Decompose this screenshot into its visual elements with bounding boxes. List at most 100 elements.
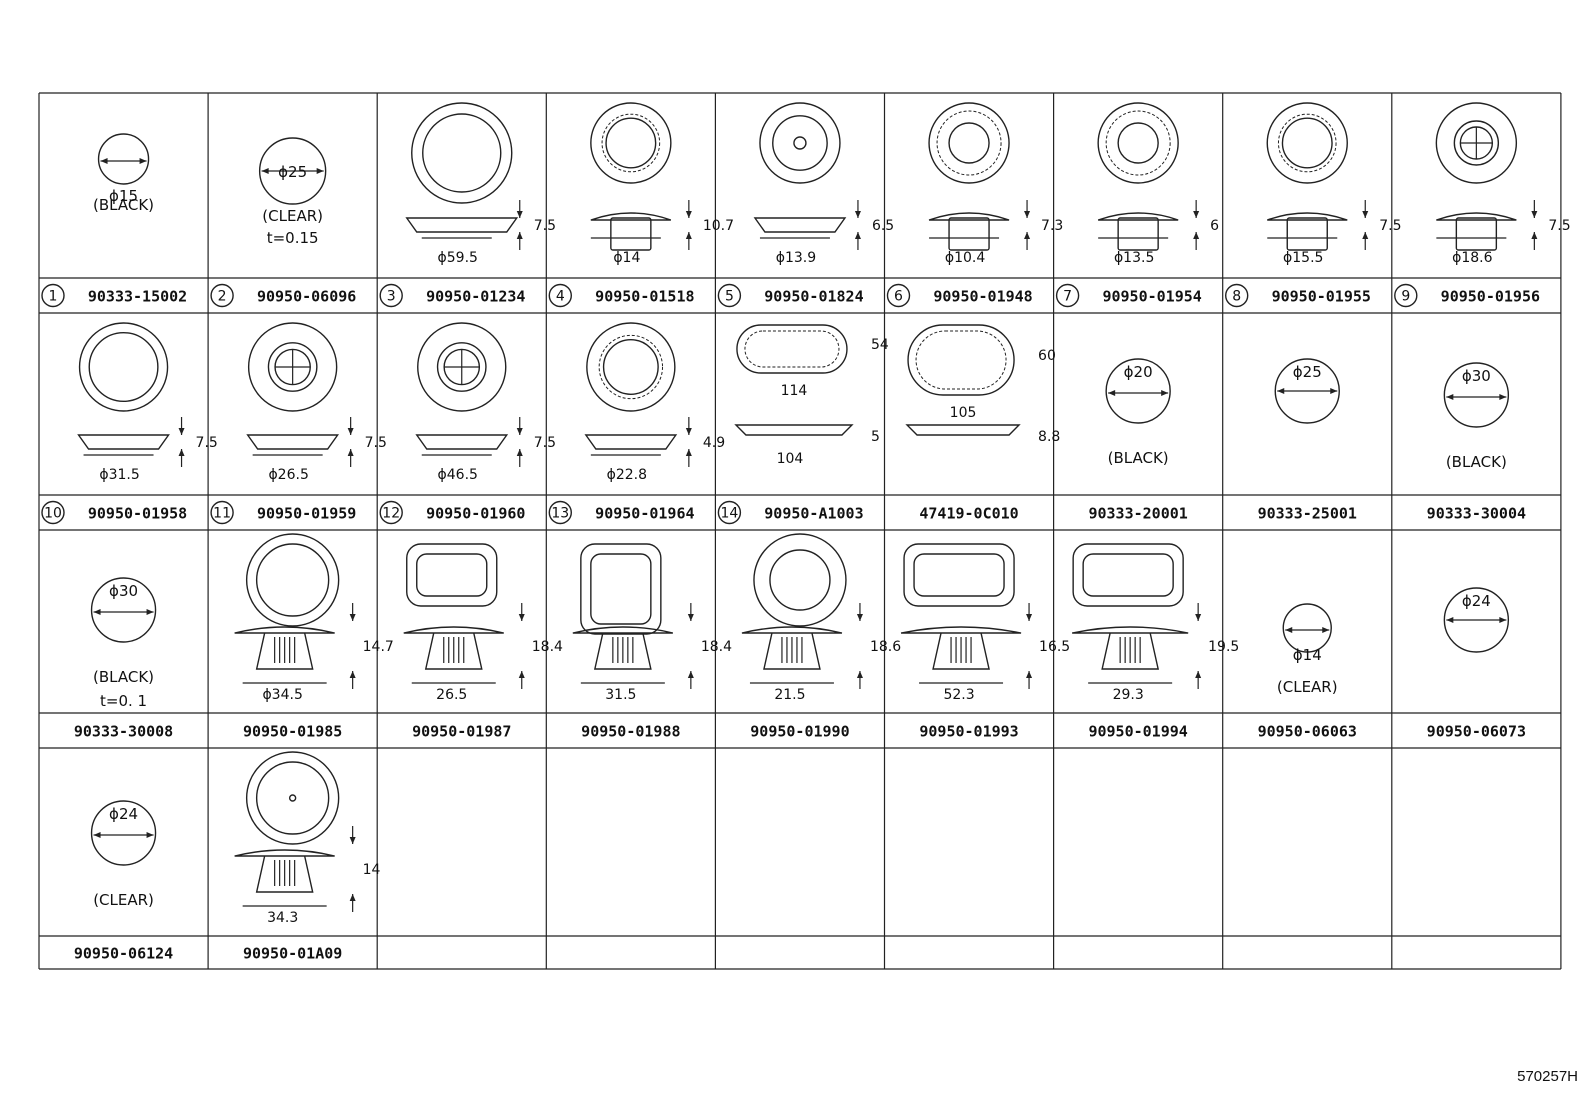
part-number: 90333-20001 (1088, 505, 1187, 523)
part-number: 90950-01518 (595, 288, 694, 306)
arrowhead (854, 211, 861, 218)
arrowhead (1193, 232, 1200, 239)
hidden-ring (936, 110, 1002, 176)
index-number: 3 (387, 289, 396, 305)
center-hole (793, 136, 807, 150)
side-profile (405, 217, 519, 233)
height-label: 18.4 (701, 639, 732, 655)
clip-legs (593, 632, 652, 670)
diameter-label: ϕ25 (1293, 363, 1322, 381)
arrowhead (178, 449, 185, 456)
part-number: 90950-01234 (426, 288, 525, 306)
height-label: 54 (871, 337, 889, 353)
index-circle (379, 500, 403, 525)
index-circle (41, 283, 65, 308)
color-note: (BLACK) (93, 196, 154, 214)
outer-rim (247, 322, 338, 412)
index-number: 7 (1063, 289, 1072, 305)
arrowhead (1362, 211, 1369, 218)
index-circle (41, 500, 65, 525)
plug-outline (903, 543, 1015, 607)
arrowhead (1499, 617, 1507, 623)
outer-rim (753, 533, 847, 627)
index-circle (1224, 283, 1249, 308)
diameter-label: ϕ20 (1124, 363, 1153, 381)
width-label: 29.3 (1113, 687, 1144, 703)
hidden-ring (1277, 113, 1337, 173)
outer-rim (1266, 102, 1348, 184)
arrowhead (856, 614, 863, 621)
diameter-label: ϕ46.5 (438, 467, 478, 483)
arrowhead (349, 614, 356, 621)
clip-legs (932, 632, 990, 670)
diameter-label: ϕ10.4 (945, 250, 986, 266)
index-circle (548, 283, 572, 308)
hidden-ring (1105, 110, 1171, 176)
outer-rim (590, 102, 672, 184)
inner-rim (1281, 117, 1333, 169)
plug-outline (90, 577, 157, 643)
arrowhead (1362, 232, 1369, 239)
arrowhead (1195, 671, 1202, 678)
arrowhead (1446, 394, 1454, 400)
stem-profile (948, 217, 990, 251)
arrowhead (100, 158, 108, 164)
plug-outline (1072, 543, 1184, 607)
width-label: 114 (781, 383, 808, 399)
index-circle (717, 283, 742, 308)
height-label: 5 (871, 429, 880, 445)
height-label: 8.8 (1038, 429, 1060, 445)
inner-rim (436, 342, 487, 392)
diameter-label: ϕ22.8 (607, 467, 647, 483)
part-number: 90950-A1003 (764, 505, 863, 523)
height-label: 7.3 (1041, 218, 1063, 234)
diameter-label: ϕ13.5 (1114, 250, 1154, 266)
cap-profile (1097, 212, 1179, 221)
color-note: (BLACK) (93, 668, 154, 686)
arrowhead (349, 837, 356, 844)
part-number: 90950-01959 (257, 505, 356, 523)
arrowhead (1024, 211, 1031, 218)
arrowhead (146, 609, 154, 615)
diameter-label: ϕ14 (1293, 646, 1322, 664)
cap-profile (403, 626, 504, 634)
height-label: 60 (1038, 348, 1056, 364)
index-circle (379, 283, 403, 308)
height-label: 7.5 (1379, 218, 1401, 234)
index-circle (210, 283, 234, 308)
arrowhead (518, 614, 525, 621)
height-label: 7.5 (365, 435, 387, 451)
cap-profile (234, 849, 335, 857)
arrowhead (1108, 390, 1116, 396)
grid-lines (38, 92, 1562, 970)
part-number: 90950-01964 (595, 505, 694, 523)
cap-profile (1072, 626, 1189, 634)
height-label: 7.5 (196, 435, 218, 451)
oval-outline (736, 324, 848, 374)
color-note: (BLACK) (1446, 453, 1507, 471)
cap-profile (741, 626, 843, 634)
diameter-label: ϕ26.5 (268, 467, 308, 483)
oval-outline (907, 324, 1015, 396)
side-profile (77, 434, 170, 450)
index-circle (717, 500, 742, 525)
diameter-label: ϕ59.5 (438, 250, 478, 266)
index-number: 6 (894, 289, 903, 305)
diameter-label: ϕ13.9 (776, 250, 816, 266)
drawing-reference: 570257H (1517, 1068, 1578, 1085)
part-cell: ϕ20(BLACK)90333-20001 (1088, 358, 1188, 523)
index-number: 2 (218, 289, 227, 305)
side-profile (905, 424, 1021, 436)
arrowhead (349, 671, 356, 678)
arrowhead (1330, 388, 1338, 394)
arrowhead (139, 158, 147, 164)
part-number: 90950-01993 (919, 723, 1018, 741)
index-circle (1394, 283, 1418, 308)
